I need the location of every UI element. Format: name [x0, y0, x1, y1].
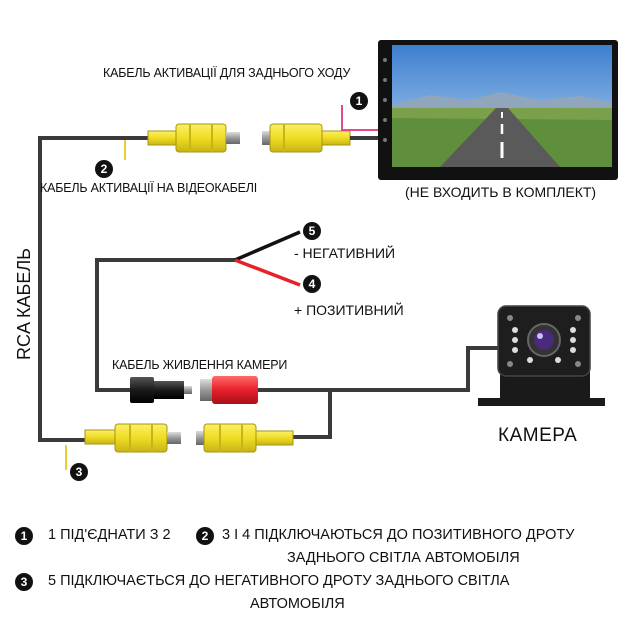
legend-badge-1: 1: [15, 527, 33, 545]
negative-wire: [234, 230, 301, 262]
legend-text-1: 1 ПІД'ЄДНАТИ З 2: [48, 527, 171, 543]
label-activation-video: КАБЕЛЬ АКТИВАЦІЇ НА ВІДЕОКАБЕЛІ: [40, 181, 258, 195]
rca-cable: [38, 136, 148, 442]
badge-2: 2: [95, 160, 113, 178]
power-connector-black: [130, 377, 192, 403]
top-rca-connector-right: [262, 123, 351, 153]
badge-4: 4: [303, 275, 321, 293]
head-unit-monitor: [378, 40, 618, 180]
label-negative: - НЕГАТИВНИЙ: [294, 245, 396, 261]
camera-power-wire: [95, 258, 235, 392]
label-not-included: (НЕ ВХОДИТЬ В КОМПЛЕКТ): [405, 184, 597, 200]
bottom-rca-connector-right: [196, 423, 294, 453]
label-camera: КАМЕРА: [498, 425, 578, 446]
legend-badge-2: 2: [196, 527, 214, 545]
camera-cable: [258, 346, 500, 439]
badge-1: 1: [350, 92, 368, 110]
legend-text-3b: АВТОМОБІЛЯ: [250, 596, 345, 612]
label-camera-power: КАБЕЛЬ ЖИВЛЕННЯ КАМЕРИ: [112, 358, 288, 372]
badge-5: 5: [303, 222, 321, 240]
top-rca-connector-left: [147, 123, 240, 153]
legend-text-2b: ЗАДНЬОГО СВІТЛА АВТОМОБІЛЯ: [287, 550, 520, 566]
label-rca-cable: RCA КАБЕЛЬ: [14, 248, 34, 360]
legend-text-2: 3 І 4 ПІДКЛЮЧАЮТЬСЯ ДО ПОЗИТИВНОГО ДРОТУ: [222, 527, 575, 543]
positive-wire: [234, 258, 301, 287]
badge-3: 3: [70, 463, 88, 481]
rear-camera: [478, 305, 605, 406]
trigger-wire-reverse: [341, 105, 378, 131]
bottom-rca-connector-left: [84, 423, 181, 453]
power-connector-red: [200, 376, 258, 404]
label-activation-reverse: КАБЕЛЬ АКТИВАЦІЇ ДЛЯ ЗАДНЬОГО ХОДУ: [103, 66, 351, 80]
label-positive: + ПОЗИТИВНИЙ: [294, 302, 404, 318]
legend-text-3: 5 ПІДКЛЮЧАЄТЬСЯ ДО НЕГАТИВНОГО ДРОТУ ЗАД…: [48, 573, 510, 589]
legend-badge-3: 3: [15, 573, 33, 591]
